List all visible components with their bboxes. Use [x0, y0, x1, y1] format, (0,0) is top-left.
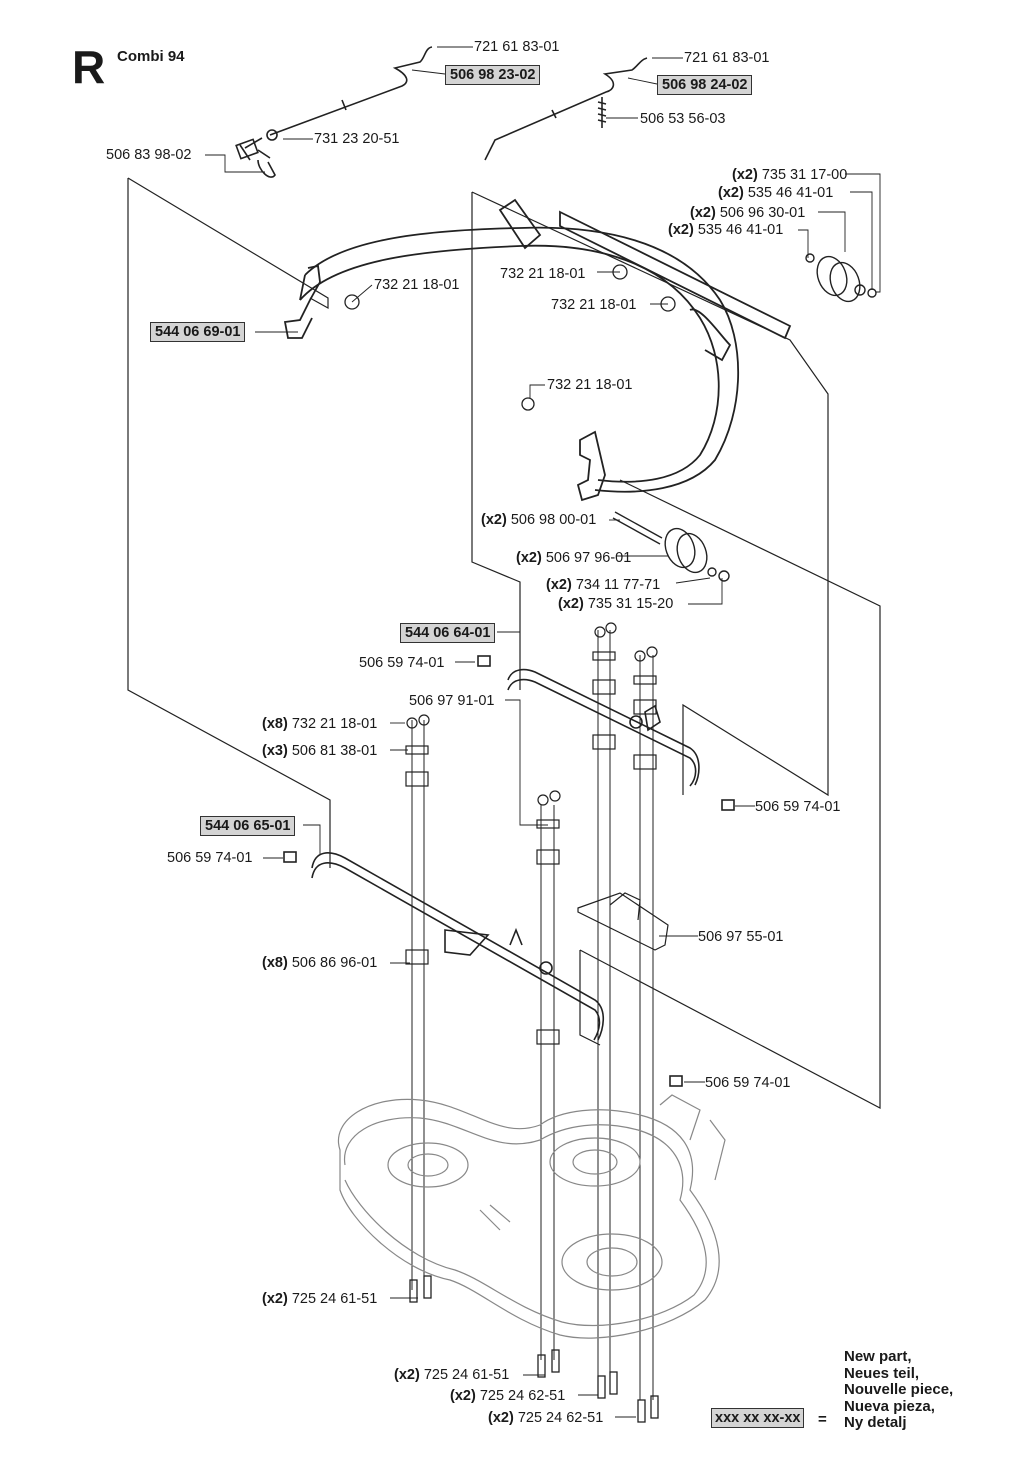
legend-line: Nouvelle piece,	[844, 1381, 954, 1398]
part-label-new: 544 06 64-01	[400, 623, 496, 643]
part-label: 506 59 74-01	[755, 799, 841, 815]
part-label: (x2) 735 31 17-00	[732, 167, 848, 183]
part-label: 732 21 18-01	[374, 277, 460, 293]
group-outline-left	[127, 177, 329, 310]
legend-line: New part,	[844, 1348, 912, 1365]
part-label: 732 21 18-01	[551, 297, 637, 313]
part-label: (x8) 732 21 18-01	[262, 716, 378, 732]
part-label: 506 59 74-01	[359, 655, 445, 671]
part-label-new: 544 06 69-01	[150, 322, 246, 342]
part-label: (x2) 535 46 41-01	[718, 185, 834, 201]
part-label: 732 21 18-01	[500, 266, 586, 282]
part-label: (x2) 725 24 61-51	[394, 1367, 510, 1383]
part-label: (x8) 506 86 96-01	[262, 955, 378, 971]
group-outline-lower-b	[579, 950, 601, 1046]
part-label: (x2) 725 24 61-51	[262, 1291, 378, 1307]
part-label: 506 59 74-01	[705, 1075, 791, 1091]
leader-lines	[205, 46, 881, 1418]
part-label: (x2) 535 46 41-01	[668, 222, 784, 238]
part-label: 506 97 91-01	[409, 693, 495, 709]
roller-assembly-mid	[612, 511, 730, 582]
legend-line: Neues teil,	[844, 1364, 920, 1382]
left-cable	[235, 46, 433, 178]
part-label-new: 544 06 65-01	[200, 816, 296, 836]
part-label-new: 506 98 24-02	[657, 75, 753, 95]
part-label: (x2) 725 24 62-51	[488, 1410, 604, 1426]
part-label: (x2) 725 24 62-51	[450, 1388, 566, 1404]
part-label: 732 21 18-01	[547, 377, 633, 393]
part-label: (x2) 735 31 15-20	[558, 596, 674, 612]
legend-equals: =	[818, 1411, 827, 1428]
group-outline-left-frame	[127, 178, 331, 868]
upper-lift-rod	[477, 655, 735, 811]
legend-line: Ny detalj	[844, 1414, 907, 1431]
part-label: (x2) 506 97 96-01	[516, 550, 632, 566]
part-label: 506 59 74-01	[167, 850, 253, 866]
part-label: 731 23 20-51	[314, 131, 400, 147]
part-label: 506 97 55-01	[698, 929, 784, 945]
part-label: (x2) 506 98 00-01	[481, 512, 597, 528]
legend: New part, Neues teil, Nouvelle piece, Nu…	[844, 1348, 954, 1432]
part-label: (x2) 734 11 77-71	[546, 577, 661, 593]
shaft-hardware	[405, 622, 669, 1045]
section-letter: R	[72, 41, 106, 93]
part-label: 506 83 98-02	[106, 147, 192, 163]
group-outline-lower	[579, 479, 881, 1109]
model-name: Combi 94	[117, 48, 185, 65]
deck-bolts	[409, 1275, 659, 1423]
group-outline-right	[471, 191, 829, 797]
frame-nuts	[344, 264, 676, 411]
part-label: 506 53 56-03	[640, 111, 726, 127]
mower-deck	[337, 1094, 726, 1339]
roller-assembly-top	[805, 253, 877, 303]
part-label: 721 61 83-01	[474, 39, 560, 55]
right-cable	[484, 57, 648, 161]
part-label-new: 506 98 23-02	[445, 65, 541, 85]
vertical-shafts	[411, 630, 654, 1400]
legend-new-part-box: xxx xx xx-xx	[711, 1408, 805, 1428]
lower-lift-rod	[283, 851, 683, 1087]
part-label: 721 61 83-01	[684, 50, 770, 66]
legend-line: Nueva pieza,	[844, 1397, 935, 1415]
lift-frame	[283, 198, 792, 502]
part-label: (x2) 506 96 30-01	[690, 205, 806, 221]
part-label: (x3) 506 81 38-01	[262, 743, 378, 759]
